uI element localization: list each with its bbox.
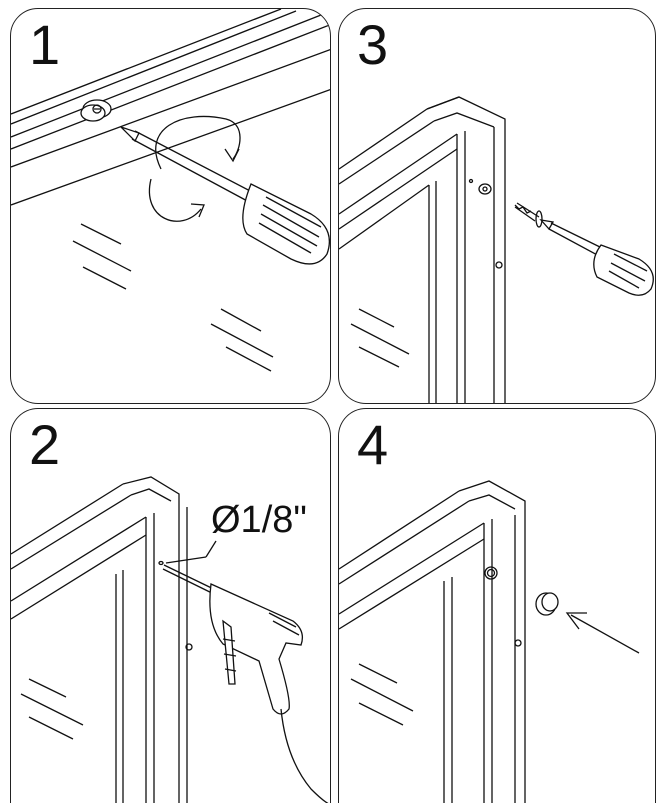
washer-hole <box>483 187 487 191</box>
drill-size-label: Ø1/8" <box>211 499 307 541</box>
step-3-panel: 3 <box>338 8 656 404</box>
bracket-icon <box>81 100 111 121</box>
step-4-panel: 4 <box>338 408 656 803</box>
step-2-number: 2 <box>29 413 61 476</box>
glass-reflection-line <box>73 241 131 271</box>
step-3-number: 3 <box>357 13 389 76</box>
dimension-leader <box>166 557 206 563</box>
step-1-number: 1 <box>29 13 61 76</box>
rail-edge-line <box>339 491 459 569</box>
frame-corner <box>123 477 179 507</box>
drill-icon <box>163 565 329 803</box>
drill-hole-icon <box>159 562 163 565</box>
glass-reflection-line <box>359 703 403 725</box>
step-4-illustration <box>339 409 656 803</box>
step-2-panel: 2 Ø1/8" <box>10 408 331 803</box>
rail-edge-line <box>11 535 146 619</box>
rail-edge-line <box>11 517 146 601</box>
rail-edge-line <box>339 134 457 214</box>
glass-reflection-line <box>221 309 261 331</box>
step-4-number: 4 <box>357 413 389 476</box>
glass-reflection-line <box>81 224 121 244</box>
screw-icon <box>515 203 542 227</box>
step-1-illustration <box>11 9 331 404</box>
rail-edge-line <box>11 24 331 149</box>
frame-corner <box>469 495 515 509</box>
screw-hole-icon <box>515 640 521 646</box>
arrow-head-icon <box>225 149 239 161</box>
rail-edge-line <box>339 523 484 614</box>
rail-edge-line <box>11 484 123 554</box>
rail-edge-line <box>339 501 469 584</box>
glass-reflection-line <box>359 664 397 683</box>
washer-icon <box>479 184 491 194</box>
installed-cap-icon <box>485 567 497 579</box>
arrow-head-icon <box>567 613 587 629</box>
frame-corner <box>427 97 505 131</box>
glass-reflection-line <box>359 347 399 367</box>
screwdriver-icon <box>541 220 653 295</box>
arrow-head-icon <box>191 204 204 217</box>
glass-reflection-line <box>226 347 271 371</box>
rail-edge-line <box>339 109 427 169</box>
glass-reflection-line <box>29 717 73 739</box>
rail-edge-line <box>11 495 131 569</box>
step-2-illustration <box>11 409 331 803</box>
dimension-leader <box>206 541 216 557</box>
rail-edge-line <box>11 15 321 137</box>
step-3-illustration <box>339 9 656 404</box>
rail-edge-line <box>11 11 296 124</box>
rail-edge-line <box>339 149 457 229</box>
glass-reflection-line <box>351 324 409 354</box>
cap-icon <box>536 593 558 615</box>
glass-reflection-line <box>359 309 394 327</box>
step-1-panel: 1 <box>10 8 331 404</box>
rotate-arrow-icon <box>149 179 201 221</box>
glass-reflection-line <box>351 679 413 711</box>
frame-corner <box>459 481 525 517</box>
frame-corner <box>131 489 171 501</box>
rail-edge-line <box>11 89 331 205</box>
glass-reflection-line <box>21 694 83 725</box>
rail-edge-line <box>339 539 484 629</box>
screwdriver-icon <box>121 127 329 264</box>
rail-edge-line <box>339 121 434 184</box>
arrow-shaft <box>571 615 639 653</box>
screw-hole-icon <box>470 180 473 183</box>
glass-reflection-line <box>29 679 66 697</box>
glass-reflection-line <box>211 324 273 357</box>
frame-corner <box>434 113 494 127</box>
rotate-arrow-icon <box>156 116 240 169</box>
rail-edge-line <box>11 49 331 167</box>
screw-hole-icon <box>186 644 192 650</box>
glass-reflection-line <box>83 267 126 289</box>
screw-hole-icon <box>496 262 502 268</box>
rail-edge-line <box>339 185 429 249</box>
rail-edge-line <box>11 9 281 114</box>
